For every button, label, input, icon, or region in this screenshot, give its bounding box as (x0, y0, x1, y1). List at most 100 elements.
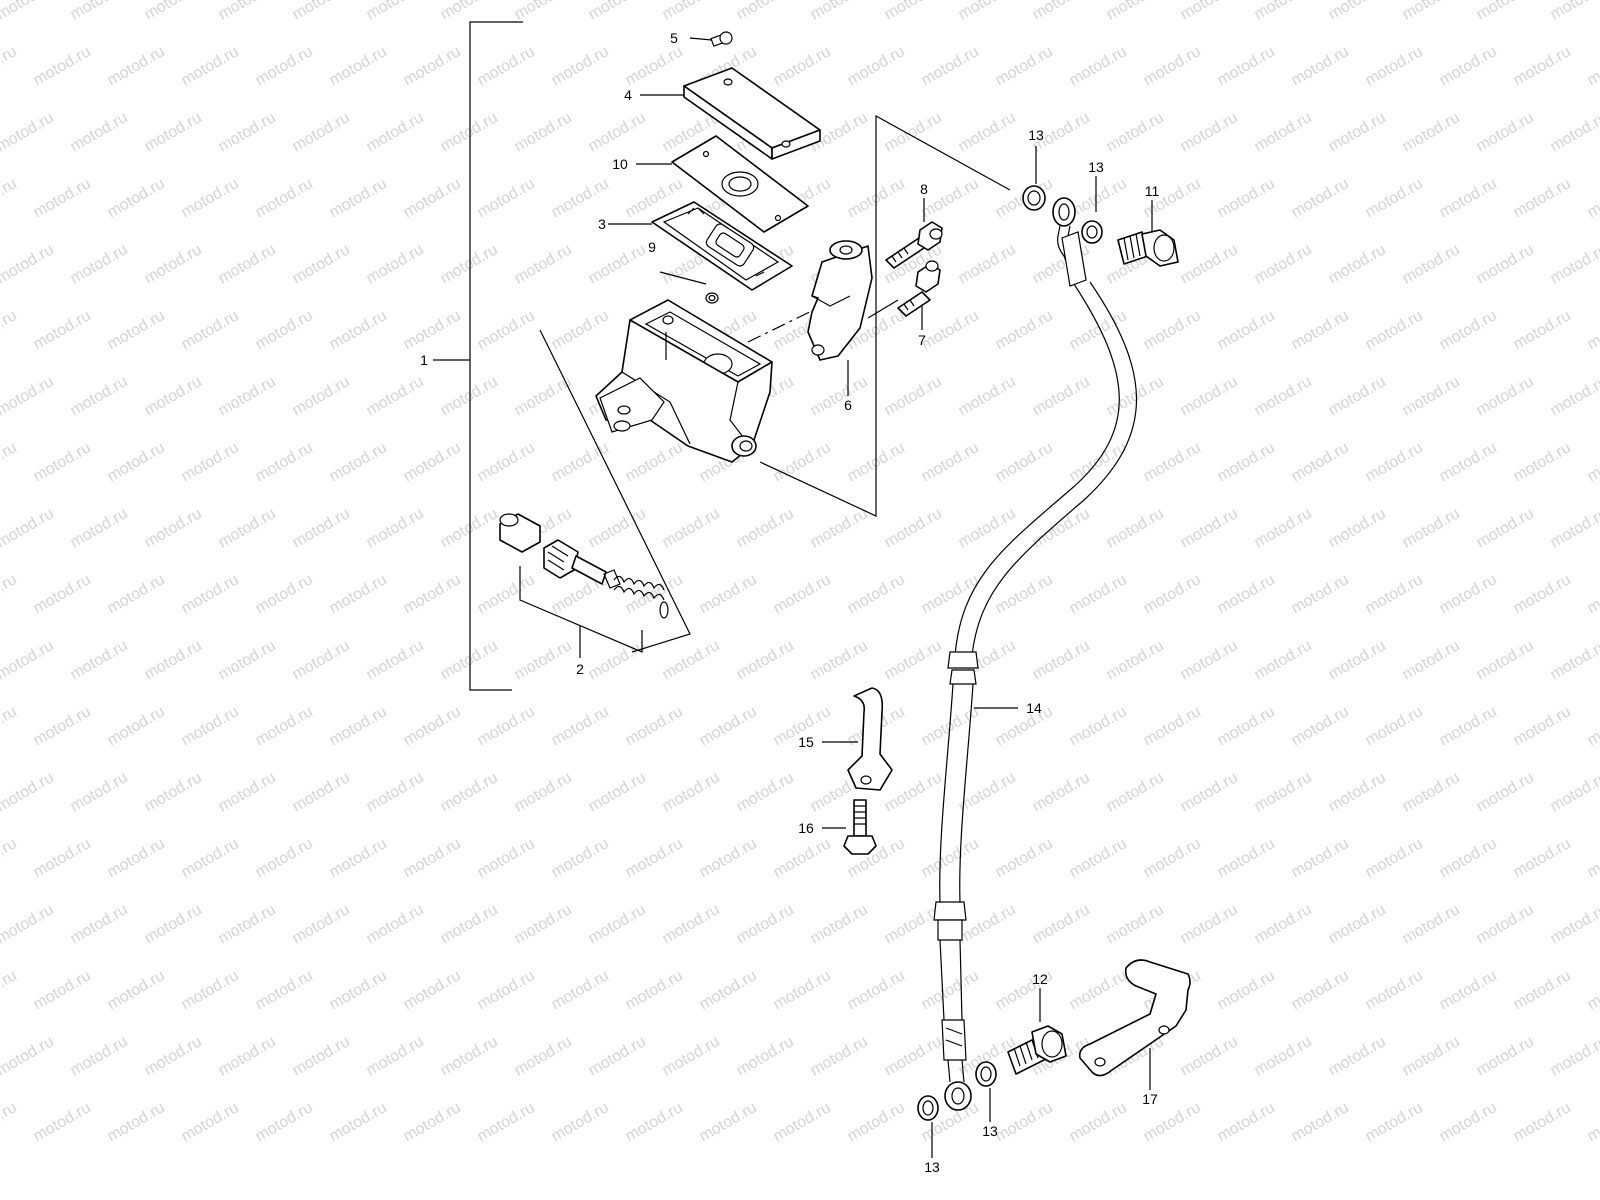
label-7: 7 (918, 332, 926, 348)
watermark-text: motod.ru (1252, 769, 1315, 815)
watermark-text: motod.ru (1437, 43, 1500, 89)
watermark-text: motod.ru (1437, 175, 1500, 221)
watermark-text: motod.ru (1289, 571, 1352, 617)
brake-hose-part-14 (933, 197, 1137, 1111)
watermark-text: motod.ru (1326, 1033, 1389, 1079)
watermark-text: motod.ru (1215, 571, 1278, 617)
watermark-text: motod.ru (1141, 835, 1204, 881)
watermark-text: motod.ru (512, 769, 575, 815)
watermark-text: motod.ru (438, 505, 501, 551)
watermark-text: motod.ru (327, 571, 390, 617)
watermark-text: motod.ru (1326, 505, 1389, 551)
watermark-text: motod.ru (68, 637, 131, 683)
watermark-text: motod.ru (142, 241, 205, 287)
watermark-text: motod.ru (808, 0, 871, 23)
watermark-text: motod.ru (1474, 373, 1537, 419)
watermark-text: motod.ru (0, 637, 57, 683)
watermark-text: motod.ru (68, 109, 131, 155)
watermark-text: motod.ru (1585, 439, 1600, 485)
watermark-text: motod.ru (512, 901, 575, 947)
watermark-text: motod.ru (253, 703, 316, 749)
watermark-text: motod.ru (771, 439, 834, 485)
washer-part-9 (659, 271, 719, 304)
watermark-text: motod.ru (364, 241, 427, 287)
label-13-top-left: 13 (1028, 127, 1044, 143)
watermark-text: motod.ru (68, 901, 131, 947)
watermark-text: motod.ru (1289, 967, 1352, 1013)
watermark-text: motod.ru (549, 967, 612, 1013)
watermark-text: motod.ru (734, 901, 797, 947)
watermark-text: motod.ru (1437, 439, 1500, 485)
watermark-text: motod.ru (0, 901, 57, 947)
label-1: 1 (420, 352, 428, 368)
watermark-text: motod.ru (1104, 0, 1167, 23)
watermark-text: motod.ru (697, 703, 760, 749)
watermark-text: motod.ru (290, 637, 353, 683)
watermark-text: motod.ru (1585, 307, 1600, 353)
watermark-text: motod.ru (327, 439, 390, 485)
watermark-text: motod.ru (623, 571, 686, 617)
watermark-text: motod.ru (919, 43, 982, 89)
watermark-text: motod.ru (1511, 835, 1574, 881)
watermark-text: motod.ru (1585, 571, 1600, 617)
washer-13-top-left (1022, 146, 1046, 211)
watermark-text: motod.ru (1585, 703, 1600, 749)
watermark-text: motod.ru (364, 1033, 427, 1079)
watermark-text: motod.ru (1363, 1099, 1426, 1145)
watermark-text: motod.ru (1141, 43, 1204, 89)
watermark-text: motod.ru (956, 0, 1019, 23)
watermark-text: motod.ru (253, 175, 316, 221)
watermark-text: motod.ru (327, 967, 390, 1013)
watermark-text: motod.ru (1141, 703, 1204, 749)
watermark-text: motod.ru (105, 835, 168, 881)
watermark-text: motod.ru (253, 439, 316, 485)
watermark-text: motod.ru (179, 1099, 242, 1145)
watermark-text: motod.ru (401, 1099, 464, 1145)
watermark-text: motod.ru (993, 703, 1056, 749)
watermark-text: motod.ru (771, 967, 834, 1013)
washer-13-bottom-left (917, 1095, 939, 1158)
watermark-text: motod.ru (993, 571, 1056, 617)
watermark-text: motod.ru (1104, 637, 1167, 683)
bolt-part-16 (822, 799, 877, 855)
watermark-text: motod.ru (586, 769, 649, 815)
watermark-text: motod.ru (512, 241, 575, 287)
label-8: 8 (920, 181, 928, 197)
watermark-text: motod.ru (1252, 901, 1315, 947)
watermark-text: motod.ru (1474, 637, 1537, 683)
watermark-text: motod.ru (919, 967, 982, 1013)
watermark-text: motod.ru (438, 0, 501, 23)
watermark-text: motod.ru (919, 571, 982, 617)
watermark-text: motod.ru (1215, 703, 1278, 749)
watermark-text: motod.ru (697, 571, 760, 617)
watermark-text: motod.ru (179, 175, 242, 221)
watermark-text: motod.ru (401, 967, 464, 1013)
watermark-text: motod.ru (1474, 0, 1537, 23)
watermark-text: motod.ru (697, 1099, 760, 1145)
watermark-text: motod.ru (253, 307, 316, 353)
watermark-text: motod.ru (1474, 769, 1537, 815)
watermark-text: motod.ru (290, 0, 353, 23)
watermark-text: motod.ru (1437, 703, 1500, 749)
watermark-text: motod.ru (105, 307, 168, 353)
watermark-text: motod.ru (1511, 703, 1574, 749)
watermark-text: motod.ru (105, 175, 168, 221)
watermark-text: motod.ru (808, 373, 871, 419)
watermark-text: motod.ru (1215, 175, 1278, 221)
watermark-text: motod.ru (1289, 175, 1352, 221)
watermark-text: motod.ru (1548, 0, 1600, 23)
watermark-text: motod.ru (1178, 505, 1241, 551)
watermark-text: motod.ru (882, 1033, 945, 1079)
watermark-text: motod.ru (1030, 505, 1093, 551)
watermark-text: motod.ru (1474, 109, 1537, 155)
watermark-text: motod.ru (290, 109, 353, 155)
watermark-text: motod.ru (31, 439, 94, 485)
watermark-text: motod.ru (1178, 373, 1241, 419)
watermark-text: motod.ru (1289, 439, 1352, 485)
washer-13-bottom-right (975, 1061, 997, 1122)
watermark-text: motod.ru (142, 1033, 205, 1079)
assembly-lines (539, 114, 1011, 653)
watermark-text: motod.ru (438, 373, 501, 419)
watermark-text: motod.ru (734, 769, 797, 815)
watermark-text: motod.ru (364, 505, 427, 551)
